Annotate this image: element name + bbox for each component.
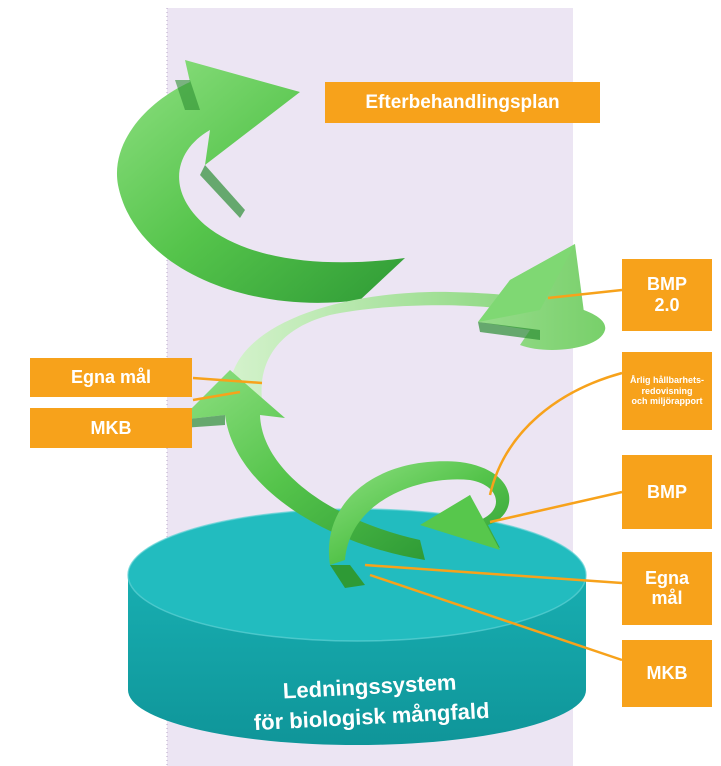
label-mkb-right: MKB bbox=[622, 640, 712, 707]
connector-mkb-right bbox=[369, 573, 623, 662]
connector-bmp bbox=[489, 490, 623, 524]
label-bmp: BMP bbox=[622, 455, 712, 529]
spiral-arrow-top bbox=[116, 60, 405, 303]
connector-mkb-left bbox=[192, 390, 241, 402]
label-bmp-2-0: BMP 2.0 bbox=[622, 259, 712, 331]
spiral-arrow-middle bbox=[229, 244, 606, 400]
connector-bmp20 bbox=[547, 288, 623, 300]
connector-arlig bbox=[488, 371, 623, 496]
label-efterbehandlingsplan: Efterbehandlingsplan bbox=[325, 82, 600, 123]
label-mkb-left: MKB bbox=[30, 408, 192, 448]
connector-lines bbox=[192, 288, 623, 662]
connector-egna-mal-right bbox=[364, 563, 623, 585]
connector-egna-mal-left bbox=[192, 376, 263, 385]
spiral-arrow-bottom bbox=[328, 461, 510, 588]
label-egna-mal-right: Egna mål bbox=[622, 552, 712, 625]
label-arlig-hallbarhetsredovisning: Årlig hållbarhets- redovisning och miljö… bbox=[622, 352, 712, 430]
label-egna-mal-left: Egna mål bbox=[30, 358, 192, 397]
